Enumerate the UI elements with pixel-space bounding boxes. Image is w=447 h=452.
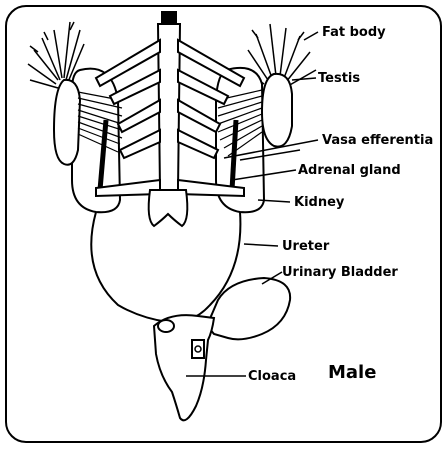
label-cloaca: Cloaca (248, 369, 296, 384)
label-urinary-bladder: Urinary Bladder (282, 265, 398, 280)
label-testis: Testis (318, 71, 360, 86)
testis-right (262, 74, 292, 147)
label-ureter: Ureter (282, 239, 330, 254)
label-kidney: Kidney (294, 195, 345, 210)
label-adrenal-gland: Adrenal gland (298, 163, 401, 178)
label-vasa-efferentia: Vasa efferentia (322, 133, 433, 148)
label-subject: Male (328, 362, 376, 383)
label-fat-body: Fat body (322, 25, 386, 40)
testis-left (54, 80, 80, 165)
